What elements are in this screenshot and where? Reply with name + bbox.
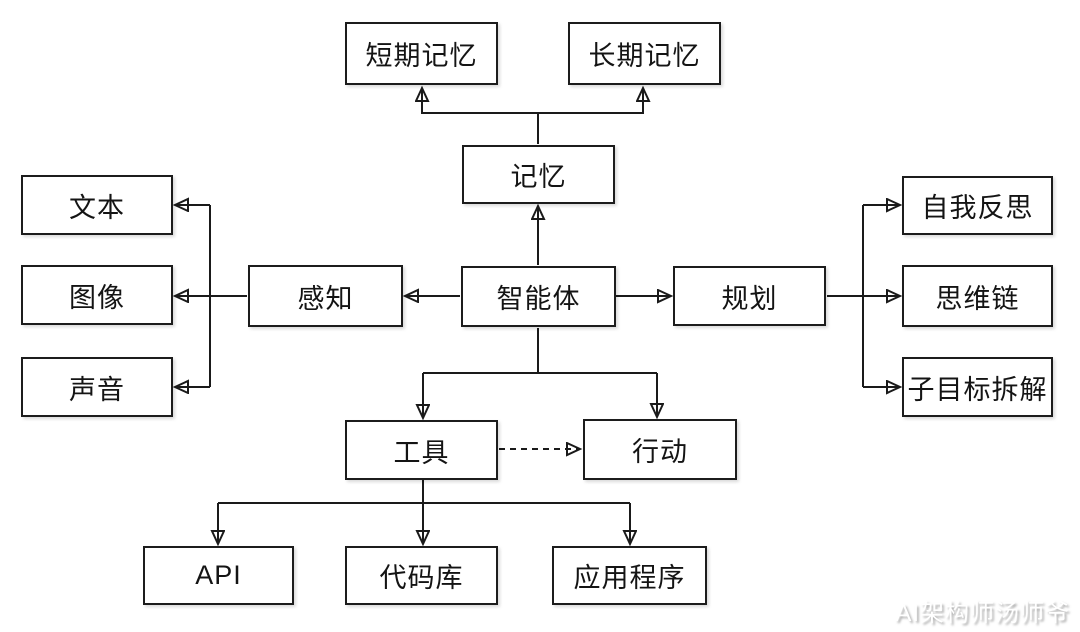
node-chain-of-thought: 思维链 <box>902 265 1053 327</box>
node-perception: 感知 <box>248 265 403 327</box>
node-planning: 规划 <box>673 266 826 326</box>
node-agent: 智能体 <box>461 266 616 327</box>
node-sound: 声音 <box>21 357 173 417</box>
node-short-term-memory: 短期记忆 <box>345 22 498 85</box>
node-image: 图像 <box>21 265 173 325</box>
node-api: API <box>143 546 294 605</box>
node-memory: 记忆 <box>462 145 615 204</box>
node-applications: 应用程序 <box>552 546 707 605</box>
node-long-term-memory: 长期记忆 <box>568 22 721 85</box>
node-subgoal-decomposition: 子目标拆解 <box>902 357 1053 417</box>
node-tools: 工具 <box>345 420 498 480</box>
node-self-reflection: 自我反思 <box>902 176 1053 235</box>
node-text: 文本 <box>21 175 173 235</box>
node-action: 行动 <box>583 419 737 480</box>
watermark-text: AI架构师汤师爷 <box>895 600 1070 627</box>
node-code-library: 代码库 <box>345 546 498 605</box>
